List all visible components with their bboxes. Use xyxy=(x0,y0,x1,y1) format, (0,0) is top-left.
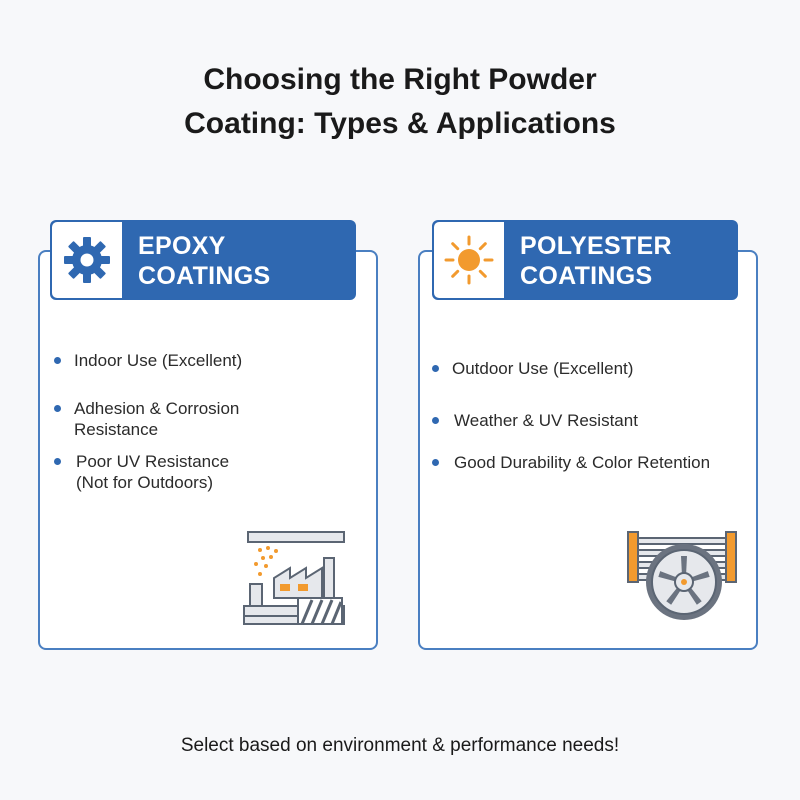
page-title: Choosing the Right Powder Coating: Types… xyxy=(0,58,800,146)
polyester-card-title: POLYESTER COATINGS xyxy=(504,220,738,300)
list-item: Adhesion & Corrosion Resistance xyxy=(54,398,354,440)
list-item: Weather & UV Resistant xyxy=(432,410,752,431)
epoxy-card-title: EPOXY COATINGS xyxy=(122,220,356,300)
epoxy-title-line-1: EPOXY xyxy=(138,232,226,260)
polyester-title-line-1: POLYESTER xyxy=(520,232,672,260)
list-item: Good Durability & Color Retention xyxy=(432,452,752,473)
wheel-icon xyxy=(627,531,737,620)
epoxy-card-header: EPOXY COATINGS xyxy=(50,220,356,300)
polyester-icon-box xyxy=(434,222,504,298)
epoxy-feature-list: Indoor Use (Excellent) Adhesion & Corros… xyxy=(54,350,354,493)
page-title-line-2: Coating: Types & Applications xyxy=(184,107,616,140)
epoxy-title-line-2: COATINGS xyxy=(138,262,271,290)
polyester-card-header: POLYESTER COATINGS xyxy=(432,220,738,300)
gear-icon xyxy=(64,237,110,283)
sun-icon xyxy=(444,235,494,285)
factory-icon xyxy=(243,531,345,625)
epoxy-icon-box xyxy=(52,222,122,298)
footer-note: Select based on environment & performanc… xyxy=(180,735,620,756)
page-title-line-1: Choosing the Right Powder xyxy=(203,63,597,96)
list-item: Poor UV Resistance (Not for Outdoors) xyxy=(54,451,354,493)
list-item: Indoor Use (Excellent) xyxy=(54,350,354,371)
polyester-feature-list: Outdoor Use (Excellent) Weather & UV Res… xyxy=(432,358,752,473)
list-item: Outdoor Use (Excellent) xyxy=(432,358,752,379)
polyester-title-line-2: COATINGS xyxy=(520,262,653,290)
